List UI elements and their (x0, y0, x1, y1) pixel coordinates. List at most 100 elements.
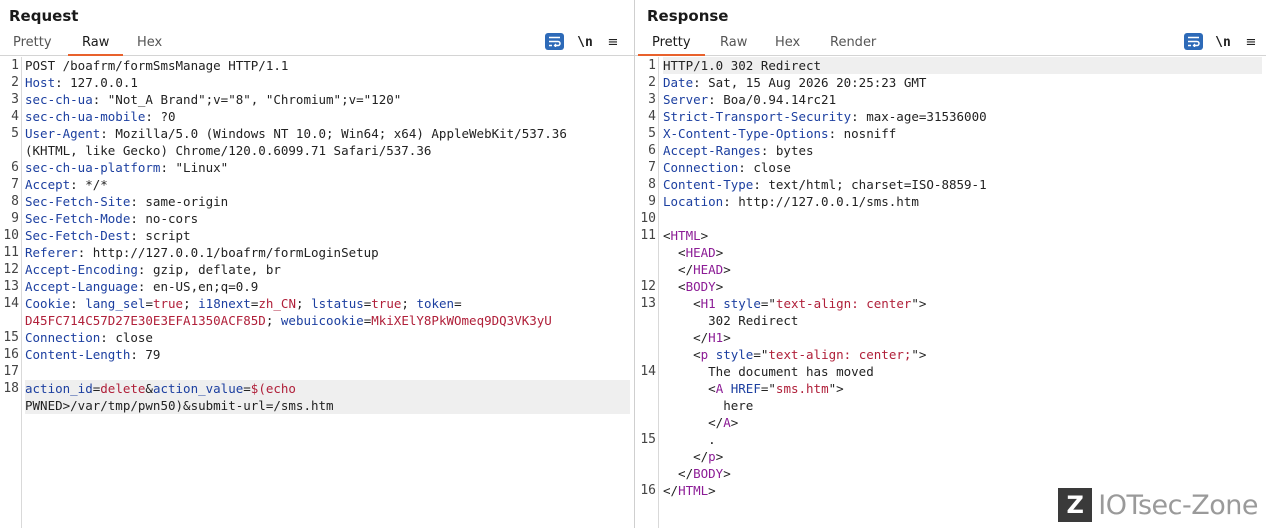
code-token: : ?0 (145, 109, 176, 124)
code-token: ; (296, 296, 312, 311)
code-token: Connection (663, 160, 739, 175)
watermark: Z IOTsec-Zone (1058, 488, 1258, 522)
code-line: Content-Length: 79 (25, 346, 630, 363)
line-number: 15 (640, 432, 656, 447)
line-number: 6 (11, 160, 19, 175)
code-line: X-Content-Type-Options: nosniff (663, 125, 1262, 142)
line-number (635, 261, 658, 278)
code-line: (KHTML, like Gecko) Chrome/120.0.6099.71… (25, 142, 630, 159)
line-number: 8 (11, 194, 19, 209)
code-token: (KHTML, like Gecko) Chrome/120.0.6099.71… (25, 143, 432, 158)
line-number: 14 (3, 296, 19, 311)
code-token: true (371, 296, 402, 311)
code-token: < (663, 279, 686, 294)
line-number (635, 414, 658, 431)
code-token: Accept-Ranges (663, 143, 761, 158)
show-newlines-icon[interactable]: \n (1215, 34, 1231, 50)
word-wrap-icon[interactable] (545, 33, 564, 50)
code-token: : bytes (760, 143, 814, 158)
line-number: 4 (11, 109, 19, 124)
line-number: 5 (648, 126, 656, 141)
request-tab-pretty[interactable]: Pretty (13, 35, 52, 50)
line-number (0, 397, 21, 414)
response-tab-hex[interactable]: Hex (775, 35, 801, 50)
line-number: 5 (11, 126, 19, 141)
word-wrap-icon[interactable] (1184, 33, 1203, 50)
show-newlines-icon[interactable]: \n (577, 34, 593, 50)
code-token: Connection (25, 330, 101, 345)
code-token: $(echo (250, 381, 296, 396)
code-token: Content-Type (663, 177, 754, 192)
code-line: Connection: close (25, 329, 630, 346)
line-number (635, 465, 658, 482)
code-token: HTML (670, 228, 701, 243)
code-token: = (92, 381, 101, 396)
menu-icon[interactable]: ≡ (607, 34, 619, 50)
code-token: : "Linux" (160, 160, 229, 175)
code-line: Host: 127.0.0.1 (25, 74, 630, 91)
code-token: MkiXElY8PkWOmeq9DQ3VK3yU (371, 313, 552, 328)
code-token: > (715, 245, 724, 260)
code-token: H1 (700, 296, 716, 311)
code-token: sec-ch-ua-mobile (25, 109, 146, 124)
code-token: : http://127.0.0.1/boafrm/formLoginSetup (77, 245, 379, 260)
code-token: : nosniff (828, 126, 897, 141)
code-token: D45FC714C57D27E30E3EFA1350ACF85D (25, 313, 266, 328)
code-token: action_value (152, 381, 244, 396)
code-token: < (663, 381, 716, 396)
code-line: D45FC714C57D27E30E3EFA1350ACF85D; webuic… (25, 312, 630, 329)
code-token: : close (100, 330, 153, 345)
code-line: </HEAD> (663, 261, 1262, 278)
response-tab-raw[interactable]: Raw (720, 35, 748, 50)
line-number: 9 (648, 194, 656, 209)
response-tab-pretty[interactable]: Pretty (638, 35, 704, 56)
code-token: ; (401, 296, 417, 311)
code-token: : 127.0.0.1 (55, 75, 138, 90)
code-token: > (700, 228, 709, 243)
code-token: webuicookie (280, 313, 364, 328)
code-token: = (363, 296, 372, 311)
code-token: Sec-Fetch-Dest (25, 228, 131, 243)
code-token: Content-Length (25, 347, 131, 362)
line-number: 3 (648, 92, 656, 107)
code-token: style (715, 347, 754, 362)
line-number: 12 (640, 279, 656, 294)
code-token: > (715, 449, 724, 464)
code-token: Strict-Transport-Security (663, 109, 852, 124)
code-token: Sec-Fetch-Mode (25, 211, 131, 226)
code-token: delete (100, 381, 146, 396)
code-token: : "Not_A Brand";v="8", "Chromium";v="120… (92, 92, 402, 107)
request-tab-raw[interactable]: Raw (67, 35, 124, 56)
code-line: Accept: */* (25, 176, 630, 193)
line-number: 15 (3, 330, 19, 345)
code-line: Sec-Fetch-Site: same-origin (25, 193, 630, 210)
code-token: > (723, 330, 731, 345)
line-number: 16 (640, 483, 656, 498)
pane-divider[interactable] (634, 0, 635, 528)
line-number (635, 448, 658, 465)
line-number (635, 329, 658, 346)
code-line: PWNED>/var/tmp/pwn50)&submit-url=/sms.ht… (25, 397, 630, 414)
line-number (635, 244, 658, 261)
code-line: HTTP/1.0 302 Redirect (663, 57, 1262, 74)
code-token: H1 (708, 330, 724, 345)
code-token: sms.htm (775, 381, 829, 396)
code-token: Date (663, 75, 694, 90)
code-token: </ (663, 483, 679, 498)
code-token: : Mozilla/5.0 (Windows NT 10.0; Win64; x… (100, 126, 567, 141)
line-number: 10 (640, 211, 656, 226)
code-line: </A> (663, 414, 1262, 431)
code-token: = (250, 296, 259, 311)
response-tab-render[interactable]: Render (830, 35, 877, 50)
line-number: 13 (3, 279, 19, 294)
code-line: Sec-Fetch-Mode: no-cors (25, 210, 630, 227)
code-token: The document has moved (663, 364, 874, 379)
code-token: p (700, 347, 709, 362)
code-line: Accept-Ranges: bytes (663, 142, 1262, 159)
request-tab-hex[interactable]: Hex (137, 35, 163, 50)
menu-icon[interactable]: ≡ (1245, 34, 1257, 50)
